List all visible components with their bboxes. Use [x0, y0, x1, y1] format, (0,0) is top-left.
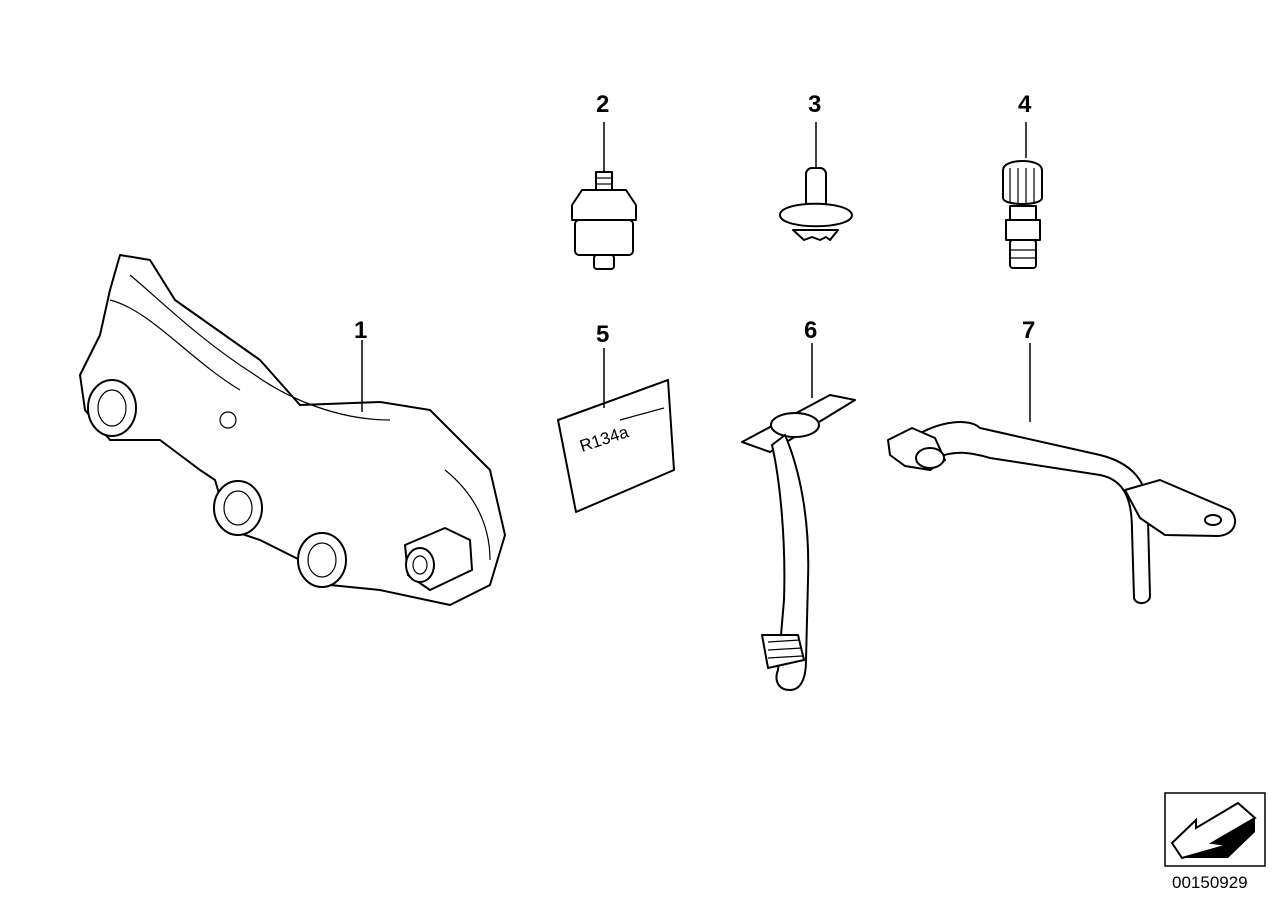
part-7-bent-pipe[interactable]: [887, 343, 1237, 604]
part-1-manifold[interactable]: [79, 254, 506, 606]
callout-6: 6: [804, 317, 817, 344]
callout-7: 7: [1022, 317, 1035, 344]
part-2-bolt-mount[interactable]: [571, 122, 637, 270]
part-3-rivet[interactable]: [779, 122, 853, 241]
callout-1: 1: [354, 317, 367, 344]
orientation-arrow-box: [1164, 792, 1266, 867]
callout-3: 3: [808, 91, 821, 118]
callout-4: 4: [1018, 91, 1032, 118]
part-5-refrigerant-label[interactable]: R134a: [557, 348, 675, 513]
drawing-number: 00150929: [1172, 873, 1248, 892]
callout-5: 5: [596, 321, 609, 348]
part-4-valve-cap[interactable]: [1002, 122, 1043, 269]
part-6-tube-flange[interactable]: [741, 343, 856, 691]
callout-2: 2: [596, 91, 609, 118]
